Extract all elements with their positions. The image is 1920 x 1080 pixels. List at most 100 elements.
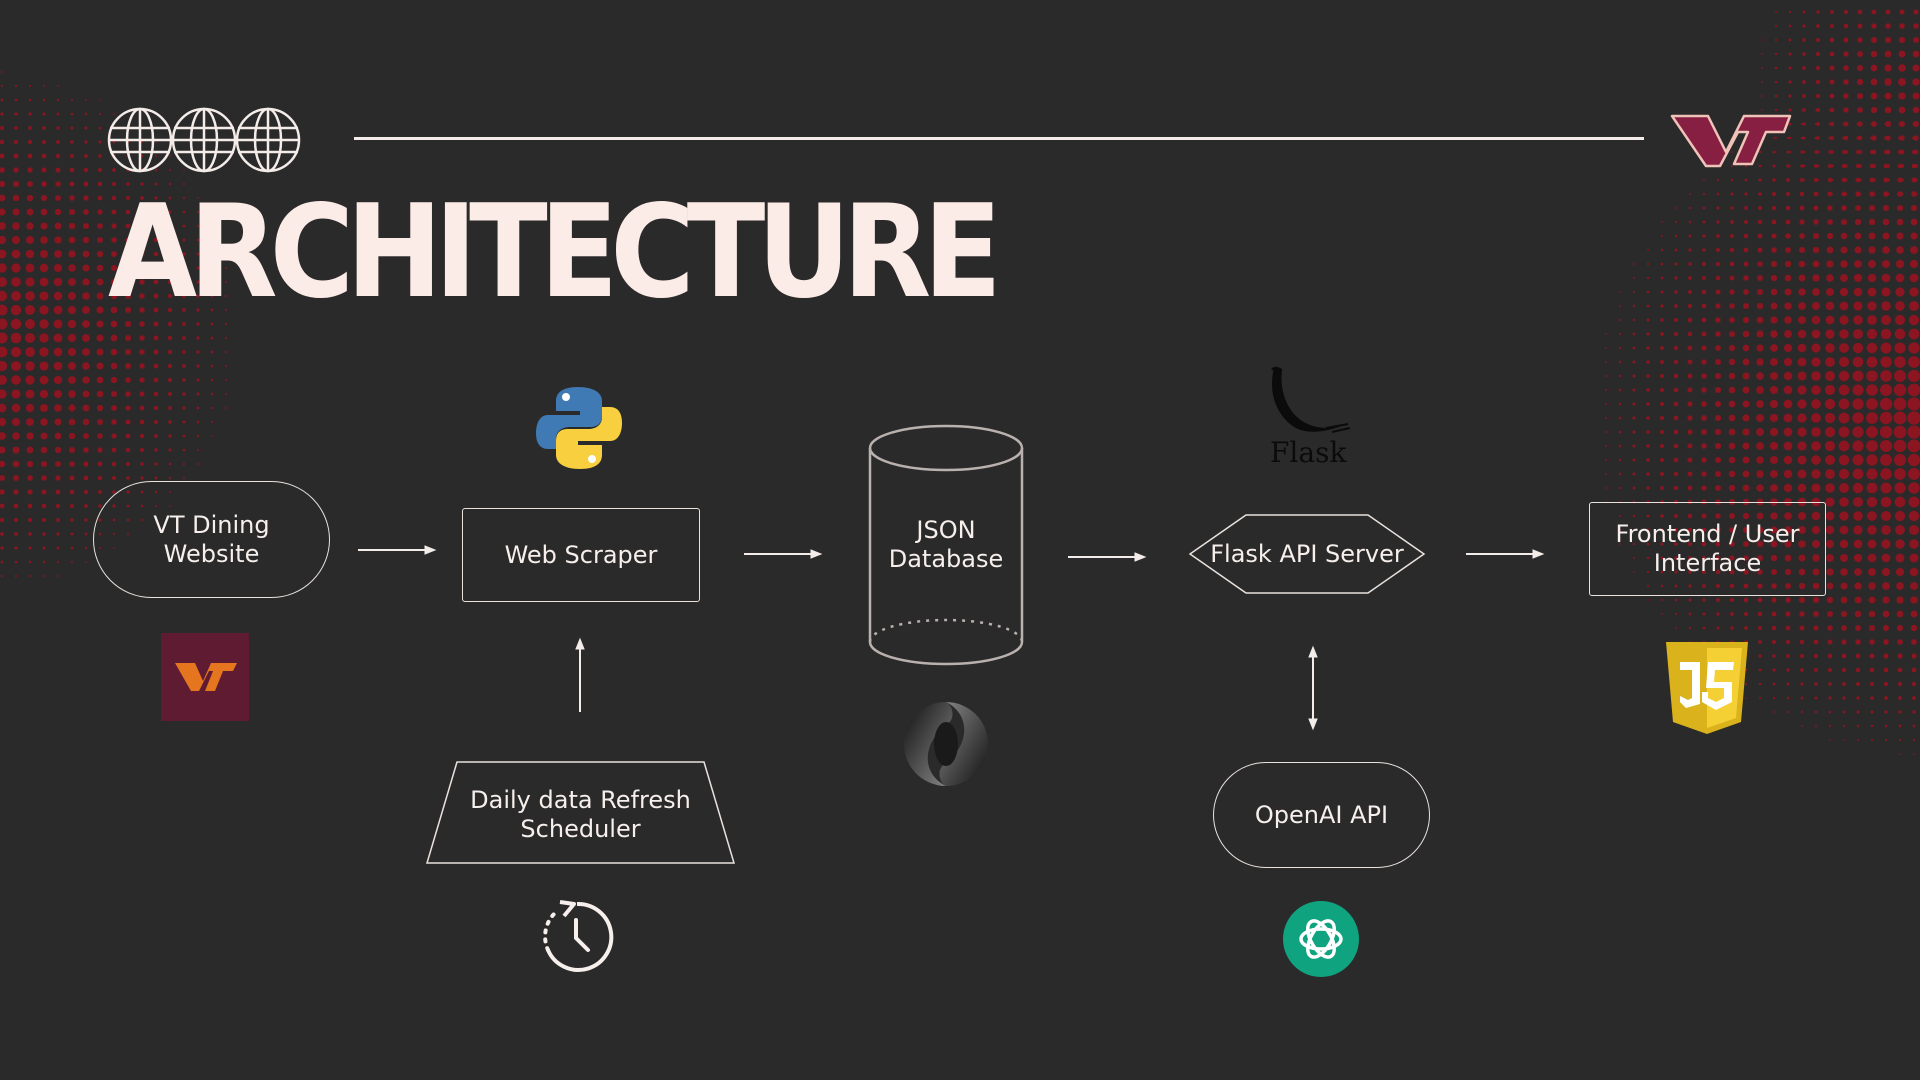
halftone-dot: [68, 222, 76, 230]
halftone-dot: [14, 112, 18, 116]
halftone-dot: [1774, 38, 1778, 42]
halftone-dot: [1715, 513, 1721, 519]
halftone-dot: [54, 446, 62, 454]
halftone-dot: [1800, 178, 1804, 182]
halftone-dot: [1852, 468, 1864, 480]
halftone-dot: [1852, 440, 1864, 452]
halftone-dot: [1788, 108, 1792, 112]
halftone-dot: [125, 279, 131, 285]
halftone-dot: [1845, 207, 1847, 209]
halftone-dot: [1716, 234, 1720, 238]
halftone-dot: [1897, 639, 1903, 645]
halftone-dot: [54, 236, 62, 244]
flask-logo-text: Flask: [1270, 436, 1347, 469]
halftone-dot: [1797, 357, 1807, 367]
halftone-dot: [96, 376, 104, 384]
halftone-dot: [53, 277, 63, 287]
halftone-dot: [84, 140, 88, 144]
halftone-dot: [1852, 482, 1864, 494]
halftone-dot: [196, 322, 200, 326]
halftone-dot: [40, 194, 48, 202]
halftone-dot: [1604, 430, 1608, 434]
page-title: ARCHITECTURE: [108, 178, 1002, 327]
halftone-dot: [111, 223, 117, 229]
halftone-dot: [1825, 371, 1835, 381]
halftone-dot: [1660, 332, 1664, 336]
halftone-dot: [1646, 374, 1650, 378]
halftone-dot: [139, 405, 145, 411]
halftone-dot: [1715, 555, 1721, 561]
halftone-dot: [1688, 276, 1692, 280]
halftone-dot: [182, 448, 186, 452]
halftone-dot: [1838, 440, 1850, 452]
halftone-dot: [1811, 301, 1821, 311]
halftone-dot: [97, 475, 103, 481]
halftone-dot: [1701, 373, 1707, 379]
halftone-dot: [70, 546, 74, 550]
halftone-dot: [54, 390, 62, 398]
halftone-dot: [211, 225, 213, 227]
halftone-dot: [1908, 468, 1920, 480]
halftone-dot: [196, 434, 200, 438]
halftone-dot: [1673, 345, 1679, 351]
halftone-dot: [1899, 9, 1905, 15]
halftone-dot: [1898, 78, 1906, 86]
halftone-dot: [56, 560, 60, 564]
halftone-dot: [125, 195, 131, 201]
halftone-dot: [1910, 596, 1918, 604]
halftone-dot: [1813, 205, 1819, 211]
halftone-dot: [196, 308, 200, 312]
halftone-dot: [1784, 302, 1792, 310]
halftone-dot: [153, 335, 159, 341]
halftone-dot: [68, 208, 76, 216]
halftone-dot: [1880, 342, 1892, 354]
halftone-dot: [97, 223, 103, 229]
halftone-dot: [1716, 220, 1720, 224]
halftone-dot: [1618, 472, 1622, 476]
halftone-dot: [0, 126, 4, 130]
halftone-dot: [1853, 329, 1863, 339]
halftone-dot: [1895, 525, 1905, 535]
halftone-dot: [1729, 289, 1735, 295]
halftone-dot: [1632, 472, 1636, 476]
halftone-dot: [1814, 164, 1818, 168]
halftone-dot: [1802, 150, 1806, 154]
halftone-dot: [1647, 599, 1649, 601]
halftone-dot: [0, 139, 5, 145]
halftone-dot: [1784, 568, 1792, 576]
halftone-dot: [96, 250, 104, 258]
halftone-dot: [1856, 724, 1860, 728]
halftone-dot: [1909, 287, 1919, 297]
halftone-dot: [1871, 149, 1877, 155]
halftone-dot: [1893, 453, 1907, 467]
halftone-dot: [110, 334, 118, 342]
halftone-dot: [1674, 612, 1678, 616]
halftone-dot: [1881, 539, 1891, 549]
halftone-dot: [0, 222, 6, 230]
halftone-dot: [82, 264, 90, 272]
halftone-dot: [1799, 205, 1805, 211]
halftone-dot: [210, 294, 214, 298]
halftone-dot: [1715, 485, 1721, 491]
halftone-dot: [1715, 303, 1721, 309]
halftone-dot: [1815, 93, 1821, 99]
halftone-dot: [1855, 653, 1861, 659]
halftone-dot: [125, 363, 131, 369]
halftone-dot: [1784, 274, 1792, 282]
halftone-dot: [196, 210, 200, 214]
halftone-dot: [55, 153, 61, 159]
halftone-dot: [83, 167, 89, 173]
halftone-dot: [70, 560, 74, 564]
halftone-dot: [125, 209, 131, 215]
halftone-dot: [1744, 206, 1748, 210]
halftone-dot: [1896, 582, 1904, 590]
halftone-dot: [1852, 412, 1864, 424]
halftone-dot: [0, 84, 4, 88]
halftone-dot: [167, 335, 173, 341]
halftone-dot: [154, 210, 158, 214]
halftone-dot: [153, 279, 159, 285]
halftone-dot: [1742, 344, 1750, 352]
halftone-dot: [14, 126, 18, 130]
halftone-dot: [41, 153, 47, 159]
halftone-dot: [39, 319, 49, 329]
